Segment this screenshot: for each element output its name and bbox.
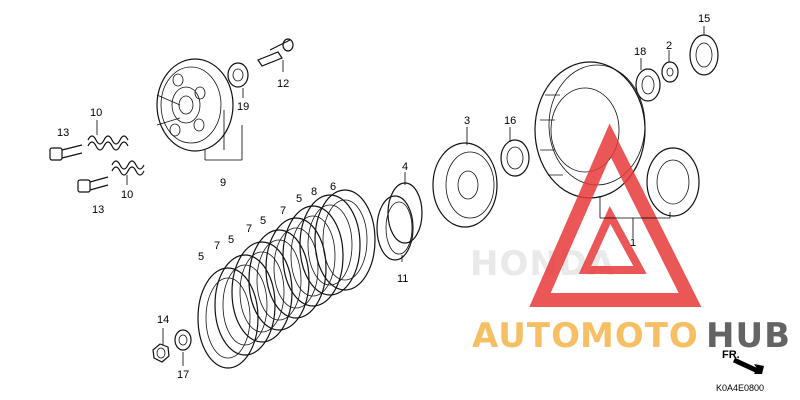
- callout-18: 18: [634, 46, 646, 58]
- callout-9: 9: [220, 177, 226, 189]
- callout-12: 12: [277, 78, 289, 90]
- callout-16: 16: [504, 115, 516, 127]
- bearing-19: [227, 62, 249, 88]
- clutch-disc-stack: [197, 189, 376, 369]
- diagram-code: K0A4E0800: [716, 383, 764, 393]
- callout-10b: 10: [121, 189, 133, 201]
- primary-driven-gear: [646, 147, 700, 217]
- callout-14: 14: [157, 314, 169, 326]
- bolt-lower: [77, 176, 109, 193]
- spring-upper: [87, 135, 129, 151]
- callout-5c: 5: [260, 215, 266, 227]
- callout-11: 11: [397, 273, 408, 285]
- spring-seat-11: [376, 195, 414, 261]
- front-direction-marker: FR.: [722, 349, 764, 375]
- callout-3: 3: [464, 115, 470, 127]
- callout-4: 4: [402, 161, 408, 173]
- judder-spring-4: [387, 182, 423, 244]
- callout-5a: 5: [198, 251, 204, 263]
- callout-1: 1: [630, 237, 636, 249]
- needle-bearing-18: [635, 68, 661, 102]
- watermark-moto: MOTO: [580, 316, 699, 356]
- callout-8: 8: [311, 186, 317, 198]
- callout-17: 17: [177, 369, 189, 381]
- watermark-hub: HUB: [706, 316, 791, 356]
- callout-2: 2: [666, 40, 672, 52]
- washer-16: [500, 139, 530, 177]
- callout-5d: 5: [296, 193, 302, 205]
- callout-5b: 5: [228, 234, 234, 246]
- callout-15: 15: [698, 13, 710, 25]
- clutch-center: [432, 142, 498, 228]
- lifter-rod-12: [257, 38, 294, 67]
- lock-nut-14: [152, 343, 170, 363]
- pressure-plate: [156, 58, 234, 152]
- callout-6: 6: [330, 181, 336, 193]
- collar-2: [661, 61, 679, 83]
- callout-7a: 7: [214, 240, 220, 252]
- callout-19: 19: [237, 101, 249, 113]
- spring-lower: [111, 160, 145, 176]
- washer-15: [689, 34, 719, 76]
- callout-7b: 7: [246, 223, 252, 235]
- watermark-auto: AUTO: [472, 316, 581, 356]
- callout-13b: 13: [92, 204, 104, 216]
- callout-13a: 13: [57, 127, 69, 139]
- callout-7c: 7: [280, 205, 286, 217]
- bolt-upper: [49, 144, 83, 161]
- leader-lines: [96, 26, 705, 366]
- watermark: AUTO MOTO HUB: [472, 123, 791, 356]
- callout-10a: 10: [90, 107, 102, 119]
- washer-17: [174, 329, 192, 351]
